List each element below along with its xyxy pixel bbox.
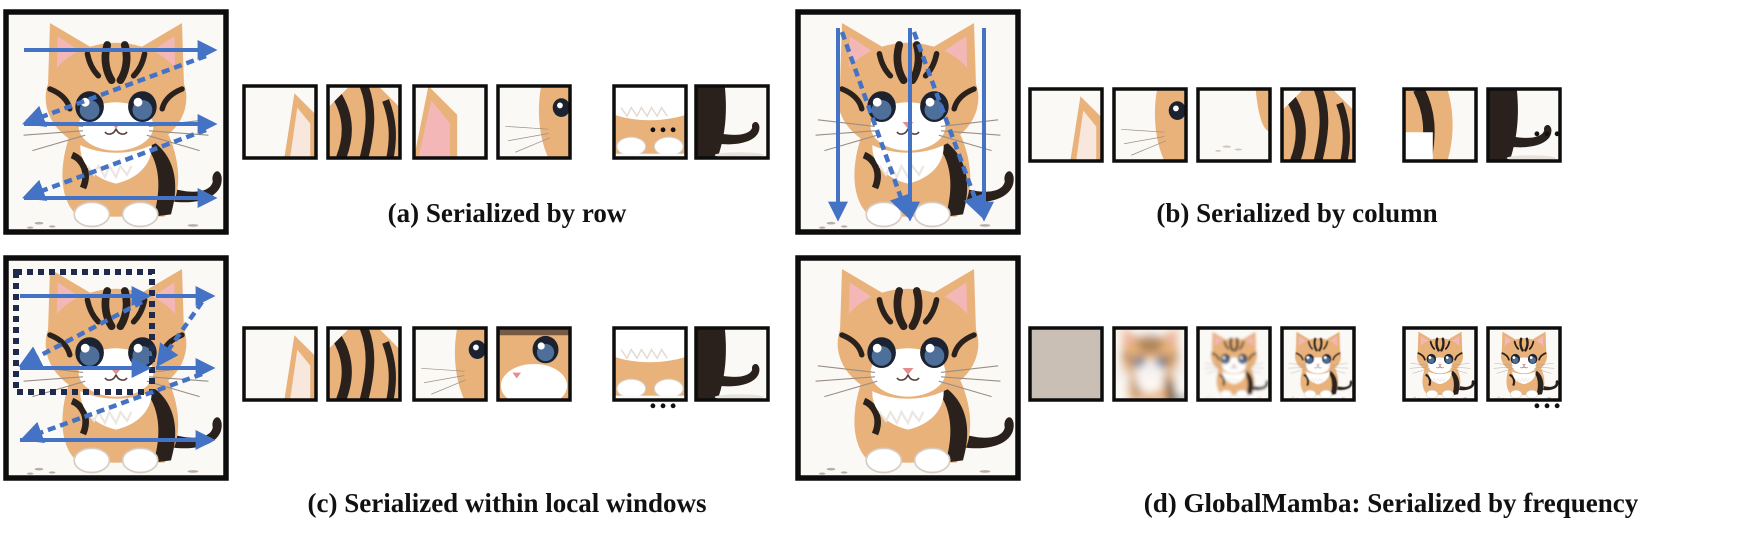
scan-overlay-b xyxy=(828,28,994,222)
patch-sequence-d xyxy=(1028,326,1562,402)
patch-d-3 xyxy=(1196,326,1272,402)
scan-overlay-c xyxy=(13,269,216,450)
patch-d-1 xyxy=(1028,326,1104,402)
kitten-illustration-d xyxy=(798,258,1018,478)
panel-d xyxy=(795,255,1562,481)
kitten-image-d xyxy=(798,258,1018,478)
image-frame-b xyxy=(795,9,1021,235)
caption-frequency-serialization: (d) GlobalMamba: Serialized by frequency xyxy=(1143,488,1639,518)
row-return-arrow-1 xyxy=(22,53,207,127)
patch-a-5 xyxy=(612,84,688,160)
patch-b-6 xyxy=(1486,87,1562,163)
patch-a-3 xyxy=(412,84,488,160)
scan-overlay-a xyxy=(22,40,218,208)
ellipsis-d: … xyxy=(1532,382,1562,415)
image-frame-a xyxy=(3,9,229,235)
patch-d-5 xyxy=(1402,326,1478,402)
caption-column-serialization: (b) Serialized by column xyxy=(1156,198,1438,228)
patch-sequence-c xyxy=(242,326,770,402)
window-return-arrow-1 xyxy=(18,300,144,367)
patch-c-4 xyxy=(496,326,572,402)
column-return-arrow-1 xyxy=(839,31,912,218)
patch-c-1 xyxy=(242,326,318,402)
local-window-box xyxy=(13,269,155,395)
patch-d-6 xyxy=(1486,326,1562,402)
patch-b-5 xyxy=(1402,87,1478,163)
patch-a-4 xyxy=(496,84,572,160)
column-return-arrow-2 xyxy=(911,31,985,218)
patch-b-3 xyxy=(1196,87,1272,163)
patch-sequence-a xyxy=(242,84,770,160)
image-frame-c xyxy=(3,255,229,481)
ellipsis-c: … xyxy=(648,382,678,415)
ellipsis-a: … xyxy=(648,106,678,139)
patch-c-2 xyxy=(326,326,402,402)
patch-c-5 xyxy=(612,326,688,402)
patch-a-1 xyxy=(242,84,318,160)
patch-c-6 xyxy=(694,326,770,402)
panel-b xyxy=(795,9,1562,235)
patch-sequence-b xyxy=(1028,87,1562,163)
row-return-arrow-2 xyxy=(22,127,207,201)
patch-d-4 xyxy=(1280,326,1356,402)
caption-window-serialization: (c) Serialized within local windows xyxy=(307,488,707,518)
patch-b-2 xyxy=(1112,87,1188,163)
patch-d-2 xyxy=(1112,326,1188,402)
panel-c xyxy=(3,255,770,481)
image-frame-d xyxy=(795,255,1021,481)
ellipsis-b: … xyxy=(1532,110,1562,143)
patch-a-6 xyxy=(694,84,770,160)
caption-row-serialization: (a) Serialized by row xyxy=(387,198,627,228)
patch-b-1 xyxy=(1028,87,1104,163)
patch-a-2 xyxy=(326,84,402,160)
panel-a xyxy=(3,9,770,235)
patch-c-3 xyxy=(412,326,488,402)
window-return-arrow-3 xyxy=(20,371,203,444)
patch-b-4 xyxy=(1280,87,1356,163)
